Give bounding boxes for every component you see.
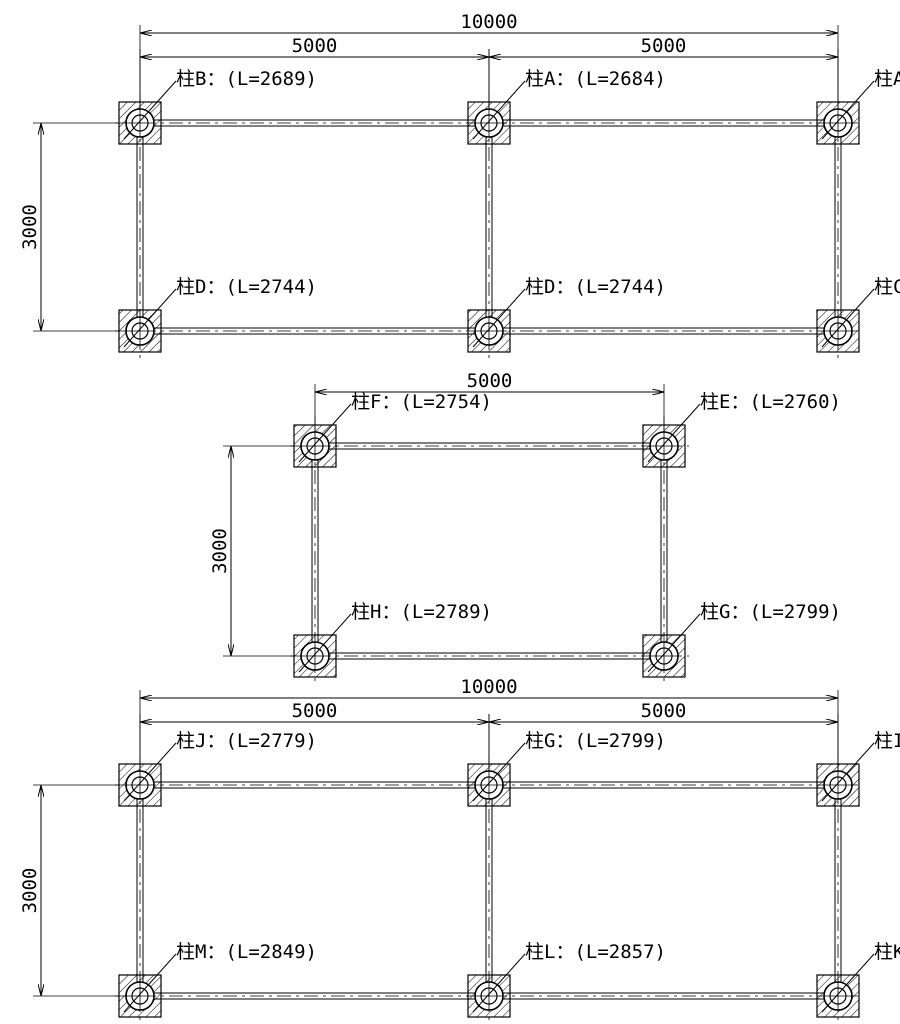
frame2-leader-bottom-left: 柱H：(L=2789) — [298, 601, 492, 673]
frame2-leader-bottom-left-label: 柱H：(L=2789) — [351, 601, 492, 623]
frame1-span-dimension-right-text: 5000 — [641, 35, 687, 57]
frame1-span-dimension-right: 5000 — [488, 35, 839, 110]
frame3-leader-bottom-right-label: 柱K — [874, 941, 900, 963]
frame1-leader-bottom-right-label: 柱C — [874, 276, 900, 298]
frame2-bottom-beam — [290, 652, 689, 660]
frame1-leader-top-right: 柱A — [821, 68, 900, 140]
frame3-leader-top-left-label: 柱J：(L=2779) — [176, 730, 317, 752]
frame2-leader-bottom-right-label: 柱G：(L=2799) — [700, 601, 841, 623]
frame2-column-top-right — [642, 424, 686, 468]
frame1-leader-top-right-label: 柱A — [874, 68, 900, 90]
frame3-leader-top-right: 柱I — [821, 730, 900, 802]
frame2-leader-top-right: 柱E：(L=2760) — [647, 391, 841, 463]
frame1-height-dimension-text: 3000 — [19, 204, 41, 250]
frame3-column-bottom-mid — [467, 974, 511, 1018]
frame2-height-dimension: 3000 — [209, 445, 295, 657]
frame3-span-dimension-right: 5000 — [488, 700, 839, 772]
frame3-leader-top-right-label: 柱I — [874, 730, 900, 752]
frame2-leader-top-left: 柱F：(L=2754) — [298, 391, 492, 463]
frame3-span-dimension-left: 5000 — [139, 700, 490, 772]
frame1-leader-bottom-mid-label: 柱D：(L=2744) — [525, 276, 666, 298]
frame3-height-dimension-text: 3000 — [19, 868, 41, 914]
frame1-span-dimension-left-text: 5000 — [292, 35, 338, 57]
frame1-leader-top-left: 柱B：(L=2689) — [123, 68, 317, 140]
frame3-leader-top-mid: 柱G：(L=2799) — [472, 730, 666, 802]
frame3-span-dimension-right-text: 5000 — [641, 700, 687, 722]
frame2-span-dimension: 5000 — [314, 370, 665, 432]
frame1-leader-top-mid-label: 柱A：(L=2684) — [525, 68, 666, 90]
frame1-leader-top-mid: 柱A：(L=2684) — [472, 68, 666, 140]
frame2-leader-top-right-label: 柱E：(L=2760) — [700, 391, 841, 413]
frame3-column-top-right — [816, 763, 860, 807]
frame1-leader-top-left-label: 柱B：(L=2689) — [176, 68, 317, 90]
frame3-overall-dimension-text: 10000 — [460, 676, 517, 698]
frame1-leader-bottom-right: 柱C — [821, 276, 900, 348]
frame3-leader-top-mid-label: 柱G：(L=2799) — [525, 730, 666, 752]
frame3-leader-top-left: 柱J：(L=2779) — [123, 730, 317, 802]
frame1-height-dimension: 3000 — [19, 122, 120, 332]
frame2-leader-bottom-right: 柱G：(L=2799) — [647, 601, 841, 673]
frame1-overall-dimension-text: 10000 — [460, 11, 517, 33]
frame3-leader-bottom-left: 柱M：(L=2849) — [123, 941, 317, 1013]
frame1-span-dimension-left: 5000 — [139, 35, 490, 110]
frame3-leader-bottom-mid-label: 柱L：(L=2857) — [525, 941, 666, 963]
frame2-height-dimension-text: 3000 — [209, 528, 231, 574]
frame3-span-dimension-left-text: 5000 — [292, 700, 338, 722]
frame2-span-dimension-text: 5000 — [467, 370, 513, 392]
frame3-height-dimension: 3000 — [19, 784, 120, 997]
frame1-leader-bottom-mid: 柱D：(L=2744) — [472, 276, 666, 348]
frame3-leader-bottom-right: 柱K — [821, 941, 900, 1013]
frame2-leader-top-left-label: 柱F：(L=2754) — [351, 391, 492, 413]
frame3-leader-bottom-mid: 柱L：(L=2857) — [472, 941, 666, 1013]
frame1-leader-bottom-left: 柱D：(L=2744) — [123, 276, 317, 348]
frame2-top-beam — [290, 442, 689, 450]
frame1-column-bottom-mid — [467, 309, 511, 353]
frame3-column-bottom-right — [816, 974, 860, 1018]
frame1-leader-bottom-left-label: 柱D：(L=2744) — [176, 276, 317, 298]
frame3-leader-bottom-left-label: 柱M：(L=2849) — [176, 941, 317, 963]
